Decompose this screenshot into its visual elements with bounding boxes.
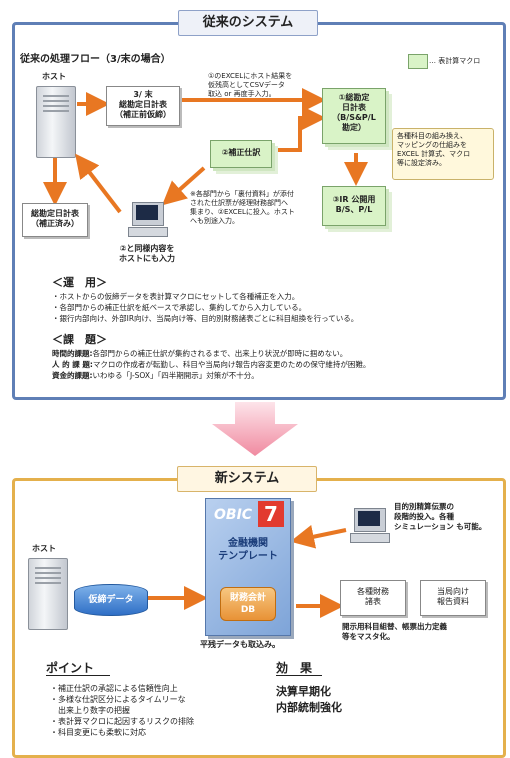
macro-setup-callout: 各種科目の組み換え、 マッピングの仕組みを EXCEL 計算式、マクロ 等に設定… [392,128,494,180]
issue-item: 人 的 課 題:マクロの作成者が転勤し、科目や当局向け報告内容変更のための保守維… [52,360,371,369]
points-list: ・補正仕訳の承認による信頼性向上 ・多様な仕訳区分によるタイムリーな 出来上り数… [50,683,194,738]
report-financial-statements: 各種財務 諸表 [340,580,406,616]
legacy-system-panel [12,22,506,400]
legacy-host-server-icon [36,86,76,158]
doc-trial-line2: 総勘定日計表 [119,100,167,109]
legacy-pc-icon [128,202,168,238]
issue-item: 時間的課題:各部門からの補正仕訳が集約されるまで、出来上り状況が即時に掴めない。 [52,349,348,358]
points-underline [46,675,110,676]
legacy-host-label: ホスト [42,72,66,81]
dept-input-note: 目的別精算伝票の 段階的投入。各種 シミュレーション も可能。 [394,502,487,531]
pc-caption: ②と同様内容を ホストにも入力 [119,244,175,263]
new-flow-arrows [146,524,347,618]
operations-list: ・ホストからの仮締データを表計算マクロにセットして各種補正を入力。 ・各部門から… [52,291,358,324]
effect-item: 内部統制強化 [276,701,342,714]
note-department-slips: ※各部門から「裏付資料」が添付 された仕訳票が経理財務部門へ 集まり、②EXCE… [190,190,295,225]
interim-data-cylinder: 仮締データ [74,584,148,616]
arrow-dept-to-obic [290,524,347,549]
effects-list: 決算早期化 内部統制強化 [276,684,342,716]
operations-item: ・ホストからの仮締データを表計算マクロにセットして各種補正を入力。 [52,292,300,301]
points-heading: ポイント [46,661,95,675]
operations-item: ・各部門からの補正仕訳を紙ベースで承認し、集約してから入力している。 [52,303,307,312]
new-host-server-icon [28,558,68,630]
transition-arrow [212,402,298,456]
doc-trial-balance: 3/ 末 総勘定日計表 （補正前仮締） [106,86,180,126]
new-pc-icon [350,508,390,544]
point-item: ・表計算マクロに起因するリスクの排除 [50,717,194,726]
effect-item: 決算早期化 [276,685,331,698]
legend-macro-swatch [408,54,428,69]
obic-logo-seven: 7 [258,501,284,527]
legend-macro-label: … 表計算マクロ [429,57,481,65]
new-system-title: 新システム [177,466,317,492]
effects-heading: 効 果 [276,661,313,675]
obic7-template-box: OBIC 7 金融機関 テンプレート 財務会計 DB [205,498,291,636]
point-item: ・多様な仕訳区分によるタイムリーな [50,695,186,704]
report-regulatory: 当局向け 報告資料 [420,580,486,616]
effects-underline [276,675,322,676]
doc-trial-line1: 3/ 末 [133,90,153,99]
issue-item: 資金的課題:いわゆる「J-SOX」「四半期開示」対策が不十分。 [52,371,259,380]
legacy-flow-arrows [43,88,368,214]
doc-final-trial-balance: 総勘定日計表 （補正済み） [22,203,88,237]
arrow-correction-to-pc [162,166,206,206]
arrow-pc-to-host [75,153,122,214]
legacy-flow-title: 従来の処理フロー（3/末の場合） [20,54,171,65]
issues-heading: ＜課 題＞ [52,333,107,346]
macro-ir-statements: ③IR 公開用 B/S、P/L [322,186,386,226]
output-definition-note: 開示用科目組替、帳票出力定義 等をマスタ化。 [342,622,447,641]
issues-list: 時間的課題:各部門からの補正仕訳が集約されるまで、出来上り状況が即時に掴めない。… [52,348,370,381]
obic-logo-text: OBIC [214,507,253,523]
macro-trial-balance: ①総勘定 日計表 （B/S&P/L 勘定） [322,88,386,144]
note-csv-import: ①のEXCELにホスト結果を 仮残高としてCSVデータ 取込 or 再度手入力。 [208,72,293,98]
macro-correction-entry: ②補正仕訳 [210,140,272,168]
doc-trial-line3: （補正前仮締） [115,110,171,119]
point-item: ・補正仕訳の承認による信頼性向上 [50,684,178,693]
legacy-system-title: 従来のシステム [178,10,318,36]
operations-item: ・銀行内部向け、外部IR向け、当局向け等、目的別財務諸表ごとに科目組換を行ってい… [52,314,359,323]
point-item: 出来上り数字の把握 [50,706,130,715]
template-title: 金融機関 テンプレート [218,538,278,562]
balance-data-note: 平残データも取込み。 [200,640,280,649]
new-host-label: ホスト [32,544,56,553]
operations-heading: ＜運 用＞ [52,276,107,289]
arrow-correction-to-macro [246,106,326,152]
point-item: ・科目変更にも柔軟に対応 [50,728,146,737]
accounting-db-cylinder: 財務会計 DB [220,587,276,621]
